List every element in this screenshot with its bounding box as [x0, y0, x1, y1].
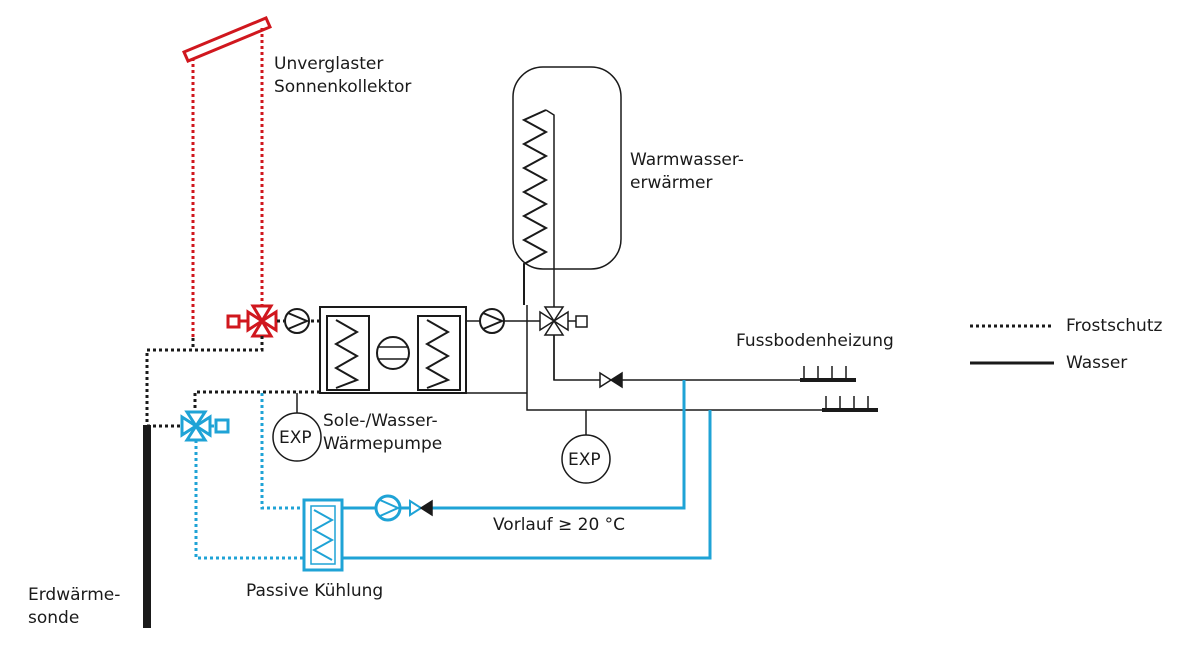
legend: [970, 324, 1054, 365]
three-way-valve-dhw-icon: [539, 306, 588, 336]
label-dhw-line1: Warmwasser-: [630, 150, 744, 170]
brine-pump-icon: [284, 308, 310, 334]
three-way-valve-cooling-icon: [180, 410, 230, 442]
brine-lines: [145, 319, 320, 425]
ground-probe: [143, 424, 180, 628]
label-ground-probe-line2: sonde: [28, 608, 80, 628]
solar-collector: [182, 16, 272, 338]
dhw-tank: [512, 66, 622, 380]
label-floor-heating: Fussbodenheizung: [736, 331, 894, 351]
label-exp-1: EXP: [279, 428, 312, 448]
label-heat-pump-line1: Sole-/Wasser-: [323, 411, 438, 431]
cooling-pump-icon: [374, 494, 410, 522]
expansion-vessel-1: [272, 393, 322, 462]
three-way-valve-solar-icon: [226, 304, 278, 338]
label-collector-line2: Sonnenkollektor: [274, 77, 412, 97]
cooling-circuit: [194, 380, 712, 560]
label-supply-temp: Vorlauf ≥ 20 °C: [493, 515, 626, 535]
label-passive-cooling: Passive Kühlung: [246, 581, 384, 601]
heating-pump-icon: [466, 308, 540, 334]
legend-label-frostschutz: Frostschutz: [1066, 316, 1163, 336]
cooling-check-valve-icon: [409, 499, 433, 517]
legend-label-wasser: Wasser: [1066, 353, 1128, 373]
heat-pump: [319, 306, 467, 394]
label-heat-pump-line2: Wärmepumpe: [323, 434, 443, 454]
label-dhw-line2: erwärmer: [630, 173, 713, 193]
label-ground-probe-line1: Erdwärme-: [28, 585, 121, 605]
heating-lines: [466, 305, 822, 436]
check-valve-icon: [599, 371, 623, 389]
floor-heating-manifolds: [800, 366, 878, 412]
passive-cooling-exchanger: [302, 498, 344, 572]
label-collector-line1: Unverglaster: [274, 54, 384, 74]
label-exp-2: EXP: [568, 450, 601, 470]
expansion-vessel-2: [561, 434, 611, 484]
